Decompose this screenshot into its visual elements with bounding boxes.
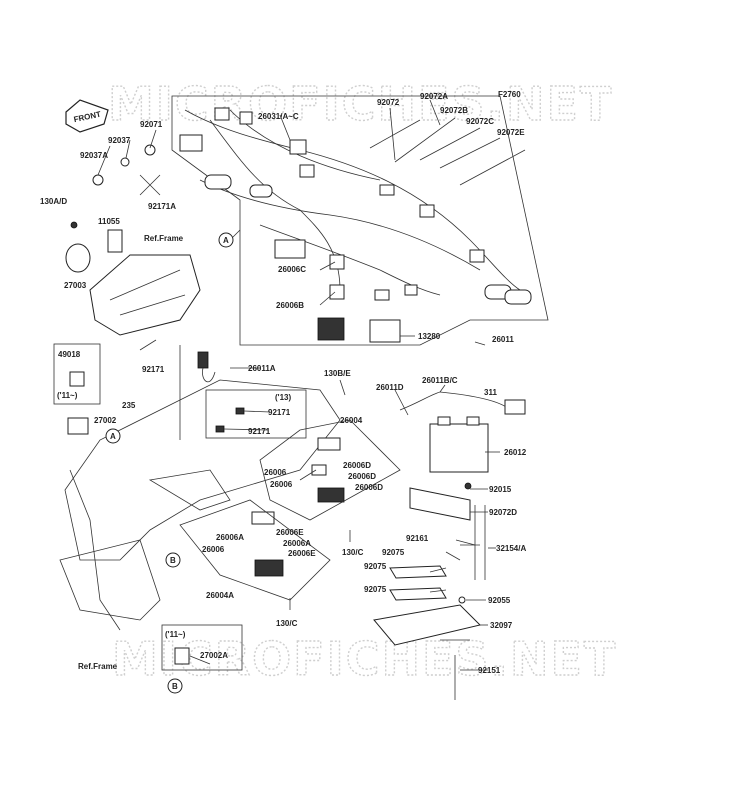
label-92072a: 92072A xyxy=(420,92,448,101)
label-26006b: 26006B xyxy=(276,301,304,310)
label-92072: 92072 xyxy=(377,98,400,107)
box-26004a xyxy=(179,499,331,601)
leader-lines xyxy=(97,99,500,671)
label-92072d: 92072D xyxy=(489,508,517,517)
horn-bracket-parts xyxy=(65,144,161,273)
label-32154a: 32154/A xyxy=(496,544,526,553)
ref-frame-lower: Ref.Frame xyxy=(78,662,118,671)
label-92055: 92055 xyxy=(488,596,511,605)
box-49018 xyxy=(53,343,101,405)
label-92037a: 92037A xyxy=(80,151,108,160)
label-26006-1: 26006 xyxy=(264,468,287,477)
label-26006a-2: 26006A xyxy=(283,539,311,548)
year-11-lower: ('11~) xyxy=(165,630,186,639)
label-92072e: 92072E xyxy=(497,128,525,137)
label-92015: 92015 xyxy=(489,485,512,494)
zip-ties xyxy=(369,117,526,186)
svg-text:A: A xyxy=(110,432,116,441)
label-26006d-2: 26006D xyxy=(348,472,376,481)
callout-b-upper: B xyxy=(165,552,181,568)
label-235: 235 xyxy=(122,401,136,410)
box-13 xyxy=(205,389,307,439)
label-92072c: 92072C xyxy=(466,117,494,126)
label-130ad: 130A/D xyxy=(40,197,67,206)
label-92075-1: 92075 xyxy=(382,548,405,557)
label-13280: 13280 xyxy=(418,332,441,341)
label-92075-3: 92075 xyxy=(364,585,387,594)
figure-code: F2760 xyxy=(498,90,521,99)
label-26031: 26031/A~C xyxy=(258,112,299,121)
label-26006e-1: 26006E xyxy=(276,528,304,537)
watermark-bottom: MICROFICHES.NET xyxy=(112,632,617,686)
label-130c-2: 130/C xyxy=(276,619,298,628)
battery-assembly xyxy=(373,391,526,700)
harness-outline xyxy=(171,95,549,346)
frame-lower xyxy=(59,345,341,631)
callout-b-lower: B xyxy=(167,678,183,694)
label-49018: 49018 xyxy=(58,350,81,359)
ref-frame-upper: Ref.Frame xyxy=(144,234,184,243)
svg-text:A: A xyxy=(223,236,229,245)
label-27002a: 27002A xyxy=(200,651,228,660)
main-wiring-harness xyxy=(179,107,532,343)
label-92171-13: 92171 xyxy=(268,408,291,417)
svg-text:B: B xyxy=(170,556,176,565)
label-26006-2: 26006 xyxy=(270,480,293,489)
year-11-upper: ('11~) xyxy=(57,391,78,400)
label-27003: 27003 xyxy=(64,281,87,290)
label-26006d-1: 26006D xyxy=(343,461,371,470)
label-92171-b: 92171 xyxy=(248,427,271,436)
label-26006c: 26006C xyxy=(278,265,306,274)
label-130c-1: 130/C xyxy=(342,548,364,557)
svg-text:B: B xyxy=(172,682,178,691)
label-26006-3: 26006 xyxy=(202,545,225,554)
label-92151: 92151 xyxy=(478,666,501,675)
label-26004a: 26004A xyxy=(206,591,234,600)
frame-upper xyxy=(89,254,201,336)
label-92071: 92071 xyxy=(140,120,163,129)
label-26011bc: 26011B/C xyxy=(422,376,458,385)
label-92072b: 92072B xyxy=(440,106,468,115)
ecu-modules xyxy=(67,351,345,665)
callout-a-lower: A xyxy=(105,428,121,444)
label-26011: 26011 xyxy=(492,335,514,344)
label-26011d: 26011D xyxy=(376,383,404,392)
box-26004 xyxy=(259,419,401,521)
label-311: 311 xyxy=(484,388,497,397)
label-92161: 92161 xyxy=(406,534,429,543)
front-arrow-icon: FRONT xyxy=(65,99,109,133)
label-26006a-1: 26006A xyxy=(216,533,244,542)
watermark-top: MICROFICHES.NET xyxy=(108,77,613,131)
callout-a-upper: A xyxy=(218,232,234,248)
box-27002a xyxy=(161,624,243,671)
label-92171a: 92171A xyxy=(148,202,176,211)
label-130be: 130B/E xyxy=(324,369,351,378)
year-13: ('13) xyxy=(275,393,291,402)
label-26011a: 26011A xyxy=(248,364,276,373)
label-32097: 32097 xyxy=(490,621,513,630)
label-26004: 26004 xyxy=(340,416,363,425)
label-92075-2: 92075 xyxy=(364,562,387,571)
label-26006d-3: 26006D xyxy=(355,483,383,492)
label-27002: 27002 xyxy=(94,416,117,425)
label-92171: 92171 xyxy=(142,365,165,374)
label-26006e-2: 26006E xyxy=(288,549,316,558)
label-26012: 26012 xyxy=(504,448,527,457)
label-92037: 92037 xyxy=(108,136,131,145)
label-11055: 11055 xyxy=(98,217,120,226)
